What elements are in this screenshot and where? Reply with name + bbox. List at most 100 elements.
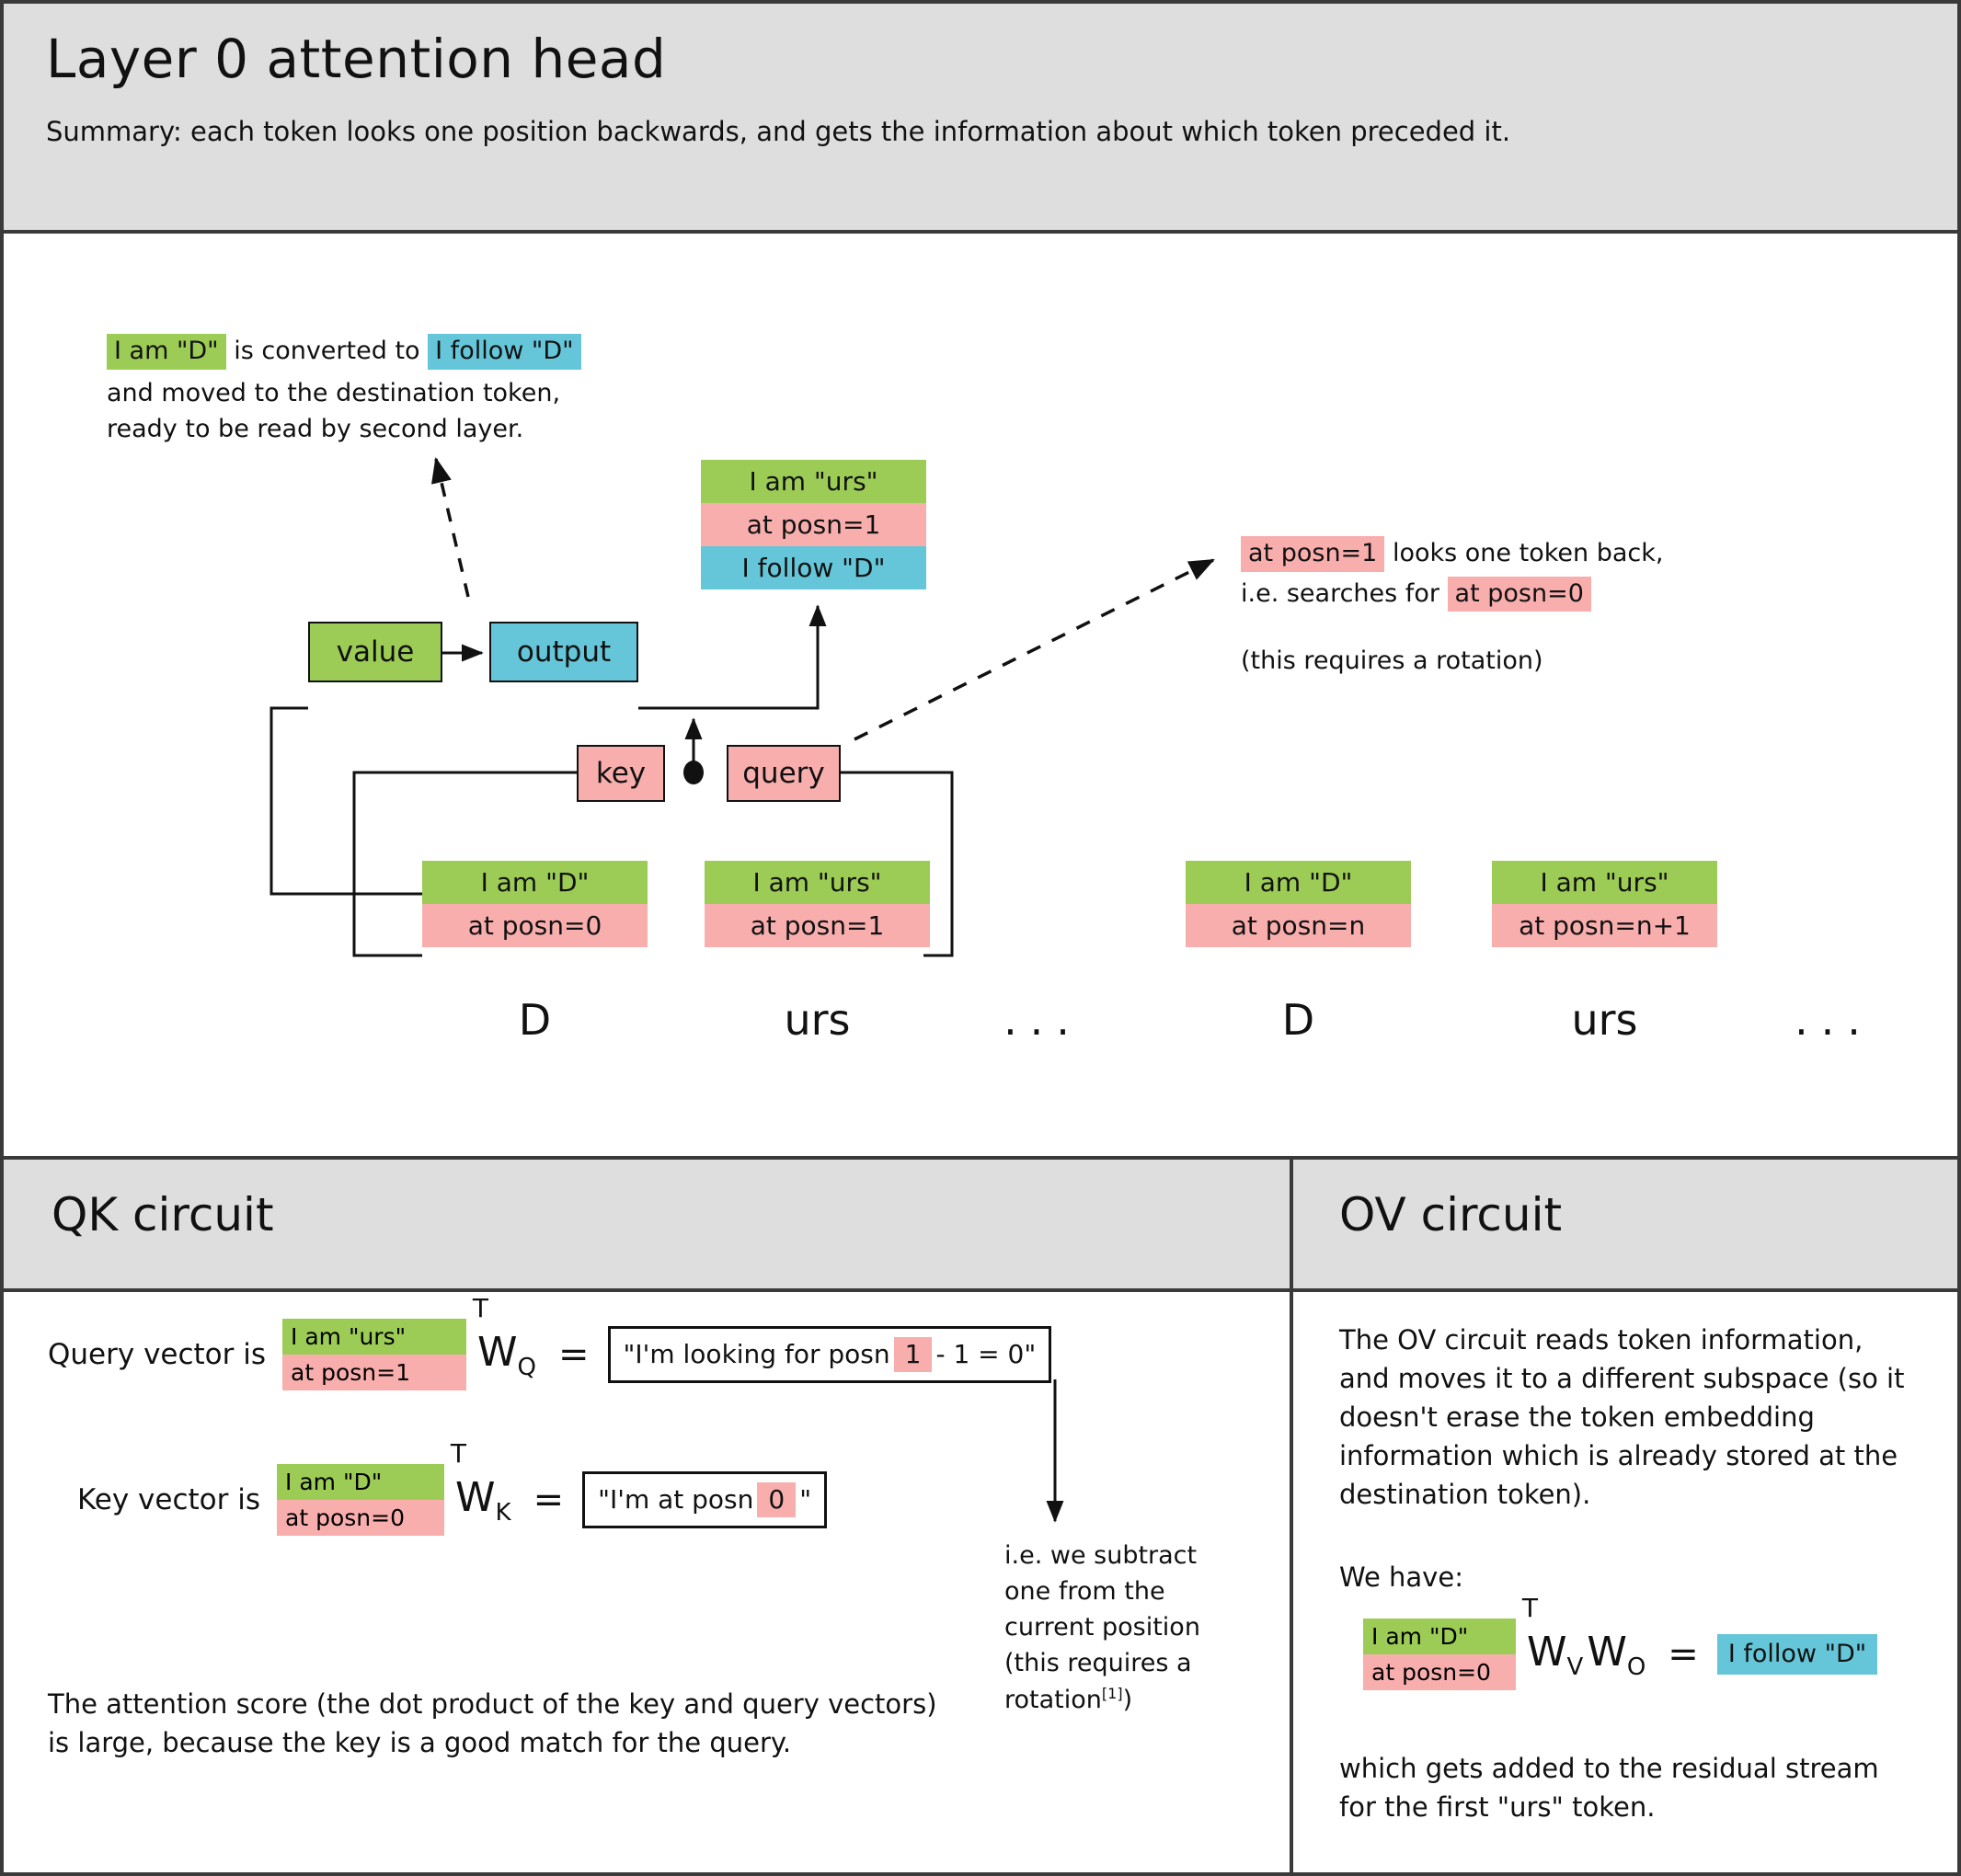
node-value-label: value [336, 635, 415, 669]
node-output-label: output [516, 635, 612, 669]
qk-query-result-post: - 1 = 0" [935, 1339, 1037, 1370]
qk-query-equation: Query vector is I am "urs" at posn=1 T W… [48, 1293, 1052, 1390]
qk-key-matrix-sub: K [495, 1498, 511, 1527]
ov-intro: The OV circuit reads token information, … [1339, 1324, 1905, 1511]
ov-equation-transpose: T [1521, 1593, 1538, 1623]
chip-i-am-d: I am "D" [107, 334, 226, 370]
token-5-label: ... [1795, 995, 1874, 1045]
token-3-label: D [1281, 995, 1315, 1045]
qk-title-band [4, 1156, 1290, 1292]
ov-equation-equals: = [1668, 1633, 1699, 1676]
qk-key-label: Key vector is [77, 1483, 261, 1516]
qk-subtract-note-line-2: current position [1004, 1613, 1200, 1642]
qk-query-stack-row-1: at posn=1 [282, 1355, 467, 1390]
qk-key-result-chip: 0 [757, 1482, 797, 1517]
ov-matrix-v-letter: W [1527, 1628, 1567, 1676]
token-stack-1: I am "urs" at posn=1 [705, 861, 930, 947]
qk-panel-title: QK circuit [52, 1188, 274, 1241]
node-value[interactable]: value [308, 622, 442, 682]
token-4-row-1: at posn=n+1 [1492, 904, 1717, 947]
qk-conclusion: The attention score (the dot product of … [48, 1688, 937, 1759]
token-4-row-0: I am "urs" [1492, 861, 1717, 904]
destination-token-stack: I am "urs" at posn=1 I follow "D" [701, 460, 926, 589]
ov-equation: I am "D" at posn=0 T WV WO = I follow "D… [1363, 1593, 1878, 1690]
token-stack-4: I am "urs" at posn=n+1 [1492, 861, 1717, 947]
qk-query-stack-row-0: I am "urs" [282, 1319, 467, 1355]
token-stack-3: I am "D" at posn=n [1186, 861, 1411, 947]
qk-key-matrix-letter: W [455, 1473, 496, 1521]
ov-title-band [1290, 1156, 1957, 1292]
ov-equation-matrix-o: WO [1587, 1629, 1646, 1681]
token-4-label: urs [1571, 995, 1638, 1045]
qk-key-stack-row-1: at posn=0 [277, 1500, 445, 1536]
qk-query-stack: I am "urs" at posn=1 T [282, 1293, 488, 1390]
qk-subtract-note-ref: [1] [1101, 1684, 1123, 1702]
qk-subtract-note-word: rotation [1004, 1685, 1102, 1714]
qk-subtract-note-line-1: one from the [1004, 1577, 1165, 1607]
qk-query-matrix-sub: Q [517, 1353, 536, 1381]
qk-subtract-note-line-0: i.e. we subtract [1004, 1541, 1198, 1570]
conversion-line2: and moved to the destination token, [107, 378, 561, 407]
dest-row-0: I am "urs" [701, 460, 926, 503]
token-3-row-1: at posn=n [1186, 904, 1411, 947]
node-key[interactable]: key [577, 745, 665, 802]
ov-matrix-v-sub: V [1566, 1653, 1584, 1681]
qk-key-stack: I am "D" at posn=0 T [277, 1438, 466, 1536]
qk-query-label: Query vector is [48, 1338, 267, 1371]
node-query[interactable]: query [727, 745, 841, 802]
qk-query-result-box: "I'm looking for posn 1 - 1 = 0" [607, 1326, 1052, 1383]
header-band [4, 4, 1957, 234]
qk-key-result-post: " [799, 1484, 812, 1516]
ov-conclusion: which gets added to the residual stream … [1339, 1753, 1879, 1824]
token-0-row-1: at posn=0 [422, 904, 648, 947]
lookback-text-2: i.e. searches for [1241, 578, 1439, 608]
conversion-mid-text: is converted to [234, 337, 420, 365]
chip-at-posn-1: at posn=1 [1241, 536, 1385, 572]
dest-row-1: at posn=1 [701, 503, 926, 546]
qk-key-result-pre: "I'm at posn [598, 1484, 754, 1516]
token-2-label: ... [1003, 995, 1083, 1045]
ov-matrix-o-letter: W [1587, 1628, 1627, 1676]
lookback-note: (this requires a rotation) [1241, 646, 1543, 676]
qk-query-transpose: T [472, 1293, 489, 1323]
qk-query-matrix: WQ [477, 1329, 536, 1381]
dest-row-2: I follow "D" [701, 546, 926, 589]
token-1-row-0: I am "urs" [705, 861, 930, 904]
lookback-text-1: looks one token back, [1392, 539, 1664, 567]
conversion-line3: ready to be read by second layer. [107, 414, 524, 443]
panel-divider [1290, 1156, 1293, 1872]
lookback-annotation: at posn=1 looks one token back, i.e. sea… [1241, 535, 1756, 679]
node-key-label: key [595, 757, 647, 790]
node-query-label: query [742, 757, 825, 790]
ov-equation-stack-row-0: I am "D" [1363, 1619, 1516, 1654]
qk-key-transpose: T [450, 1438, 467, 1469]
qk-key-stack-row-0: I am "D" [277, 1464, 445, 1500]
token-3-row-0: I am "D" [1186, 861, 1411, 904]
ov-matrix-o-sub: O [1626, 1653, 1646, 1681]
ov-equation-stack: I am "D" at posn=0 T [1363, 1593, 1538, 1690]
qk-subtract-note-line-4: rotation[1]) [1004, 1682, 1271, 1718]
ov-panel-title: OV circuit [1339, 1188, 1563, 1241]
chip-at-posn-0: at posn=0 [1447, 576, 1591, 612]
token-0-row-0: I am "D" [422, 861, 648, 904]
token-1-row-1: at posn=1 [705, 904, 930, 947]
conversion-annotation: I am "D" is converted to I follow "D" an… [107, 333, 751, 447]
qk-query-result-pre: "I'm looking for posn [623, 1339, 890, 1370]
node-output[interactable]: output [489, 622, 638, 682]
qk-key-equation: Key vector is I am "D" at posn=0 T WK = … [77, 1438, 828, 1536]
ov-equation-matrix-v: WV [1527, 1629, 1583, 1681]
qk-subtract-note-close: ) [1122, 1685, 1133, 1714]
page-title: Layer 0 attention head [46, 28, 667, 90]
qk-key-equals: = [533, 1479, 565, 1521]
qk-query-matrix-letter: W [477, 1328, 518, 1376]
ov-we-have: We have: [1339, 1561, 1463, 1593]
token-stack-0: I am "D" at posn=0 [422, 861, 648, 947]
qk-key-matrix: WK [455, 1474, 511, 1527]
token-0-label: D [518, 995, 552, 1045]
qk-subtract-note: i.e. we subtract one from the current po… [1004, 1538, 1271, 1718]
ov-equation-stack-row-1: at posn=0 [1363, 1654, 1516, 1690]
token-1-label: urs [784, 995, 851, 1045]
qk-subtract-note-line-3: (this requires a [1004, 1649, 1192, 1678]
qk-query-result-chip: 1 [893, 1337, 933, 1372]
